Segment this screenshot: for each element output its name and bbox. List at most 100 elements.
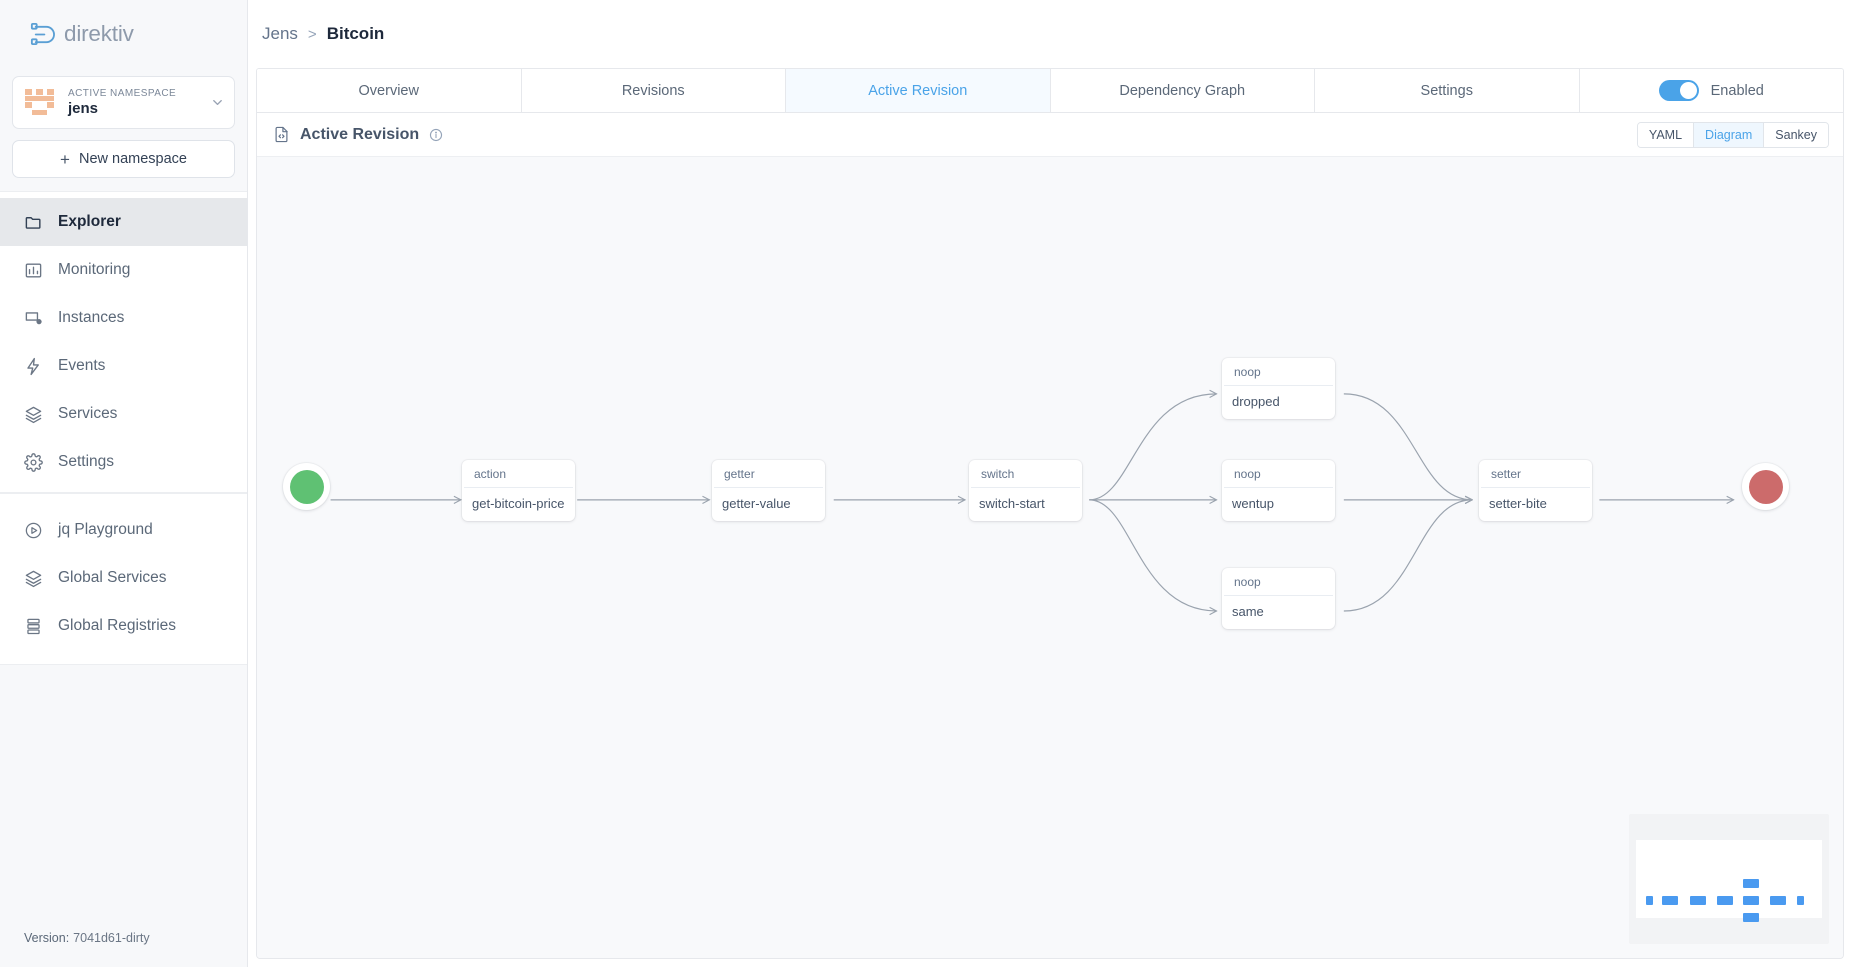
tab-overview[interactable]: Overview xyxy=(257,69,522,112)
sidebar-item-monitoring[interactable]: Monitoring xyxy=(0,246,247,294)
sidebar-item-label: Explorer xyxy=(58,213,121,231)
sidebar-item-label: Settings xyxy=(58,453,115,471)
zap-icon xyxy=(24,357,43,376)
chevron-down-icon xyxy=(210,95,225,110)
sidebar-item-label: Monitoring xyxy=(58,261,131,279)
view-mode-sankey[interactable]: Sankey xyxy=(1764,122,1828,147)
minimap-node xyxy=(1743,879,1759,888)
node-name: get-bitcoin-price xyxy=(472,496,565,511)
breadcrumb-item-namespace[interactable]: Jens xyxy=(262,24,298,43)
view-mode-yaml[interactable]: YAML xyxy=(1637,122,1695,147)
node-name: dropped xyxy=(1232,394,1280,409)
sidebar-item-explorer[interactable]: Explorer xyxy=(0,198,247,246)
tab-settings[interactable]: Settings xyxy=(1315,69,1580,112)
end-node-dot xyxy=(1748,469,1783,504)
node-name: switch-start xyxy=(979,496,1045,511)
sidebar-item-label: Services xyxy=(58,405,118,423)
plus-icon: + xyxy=(60,149,70,169)
new-namespace-section: + New namespace xyxy=(0,129,247,191)
flow-node-same[interactable]: noop same xyxy=(1222,568,1335,629)
layers-icon xyxy=(24,405,43,424)
gear-icon xyxy=(24,452,43,472)
node-type: noop xyxy=(1224,575,1333,596)
breadcrumb-separator: > xyxy=(307,25,317,43)
flow-node-setter[interactable]: setter setter-bite xyxy=(1479,460,1592,521)
main-area: Jens > Bitcoin Overview Revisions Active… xyxy=(248,0,1852,967)
tab-revisions[interactable]: Revisions xyxy=(521,69,786,112)
minimap[interactable] xyxy=(1629,814,1829,944)
sidebar-item-events[interactable]: Events xyxy=(0,342,247,390)
tab-active-revision[interactable]: Active Revision xyxy=(786,69,1051,112)
folder-icon xyxy=(24,213,43,232)
brand-logo[interactable]: direktiv xyxy=(0,0,247,68)
namespace-selector[interactable]: ACTIVE NAMESPACE jens xyxy=(12,76,235,129)
node-name: getter-value xyxy=(722,496,791,511)
enabled-toggle-cell: Enabled xyxy=(1579,69,1843,112)
file-code-icon xyxy=(273,126,290,143)
namespace-avatar xyxy=(22,85,57,120)
enabled-toggle[interactable] xyxy=(1658,80,1699,101)
minimap-node xyxy=(1743,896,1759,905)
server-icon xyxy=(24,617,43,636)
node-type: noop xyxy=(1224,467,1333,488)
enabled-toggle-label: Enabled xyxy=(1710,82,1764,99)
node-name: setter-bite xyxy=(1489,496,1547,511)
sidebar-item-label: Instances xyxy=(58,309,125,327)
sidebar-item-services[interactable]: Services xyxy=(0,390,247,438)
flow-node-getter[interactable]: getter getter-value xyxy=(712,460,825,521)
new-namespace-button[interactable]: + New namespace xyxy=(12,140,235,178)
sidebar-primary-nav: Explorer Monitoring xyxy=(0,191,247,493)
version-value: 7041d61-dirty xyxy=(73,931,150,945)
sidebar-item-jq-playground[interactable]: jq Playground xyxy=(0,506,247,554)
sidebar-item-global-services[interactable]: Global Services xyxy=(0,554,247,602)
node-name: wentup xyxy=(1232,496,1274,511)
minimap-node xyxy=(1717,896,1733,905)
direktiv-logo-icon xyxy=(28,21,55,48)
flow-graph: action get-bitcoin-price getter getter-v… xyxy=(257,157,1843,958)
flow-node-action[interactable]: action get-bitcoin-price xyxy=(462,460,575,521)
namespace-label: ACTIVE NAMESPACE xyxy=(68,87,177,99)
sidebar: direktiv ACTIVE NAM xyxy=(0,0,248,967)
layers-icon xyxy=(24,569,43,588)
bar-chart-icon xyxy=(24,261,43,280)
minimap-viewport xyxy=(1636,840,1822,922)
breadcrumb-item-current: Bitcoin xyxy=(326,24,385,43)
namespace-meta: ACTIVE NAMESPACE jens xyxy=(68,88,199,118)
sidebar-item-label: jq Playground xyxy=(58,521,153,539)
new-namespace-label: New namespace xyxy=(78,151,187,167)
flow-edges xyxy=(330,157,1843,958)
active-revision-panel: Active Revision YAML Diagram Sankey xyxy=(256,113,1844,959)
flow-node-switch[interactable]: switch switch-start xyxy=(969,460,1082,521)
flow-node-dropped[interactable]: noop dropped xyxy=(1222,358,1335,419)
node-type: setter xyxy=(1481,467,1590,488)
node-type: action xyxy=(464,467,573,488)
minimap-node xyxy=(1646,896,1653,905)
sidebar-item-instances[interactable]: Instances xyxy=(0,294,247,342)
sidebar-spacer xyxy=(0,665,247,931)
play-circle-icon xyxy=(24,521,43,540)
node-type: getter xyxy=(714,467,823,488)
end-node[interactable] xyxy=(1742,463,1789,510)
node-name: same xyxy=(1232,604,1264,619)
breadcrumb: Jens > Bitcoin xyxy=(248,0,1852,68)
panel-title-group: Active Revision xyxy=(273,126,443,144)
sidebar-item-global-registries[interactable]: Global Registries xyxy=(0,602,247,650)
start-node[interactable] xyxy=(283,463,330,510)
tab-dependency-graph[interactable]: Dependency Graph xyxy=(1050,69,1315,112)
sidebar-item-label: Events xyxy=(58,357,106,375)
sidebar-secondary-nav: jq Playground Global Services xyxy=(0,493,247,665)
namespace-value: jens xyxy=(68,100,99,118)
node-type: noop xyxy=(1224,365,1333,386)
toggle-knob xyxy=(1679,82,1697,99)
view-mode-diagram[interactable]: Diagram xyxy=(1694,122,1765,147)
flow-node-wentup[interactable]: noop wentup xyxy=(1222,460,1335,521)
view-mode-switcher: YAML Diagram Sankey xyxy=(1636,121,1829,148)
sidebar-item-settings[interactable]: Settings xyxy=(0,438,247,486)
version-label: Version: xyxy=(24,931,70,945)
diagram-canvas[interactable]: action get-bitcoin-price getter getter-v… xyxy=(257,157,1843,958)
info-icon[interactable] xyxy=(429,128,443,142)
node-type: switch xyxy=(971,467,1080,488)
version-info: Version:7041d61-dirty xyxy=(0,931,247,967)
namespace-section: ACTIVE NAMESPACE jens xyxy=(0,68,247,129)
